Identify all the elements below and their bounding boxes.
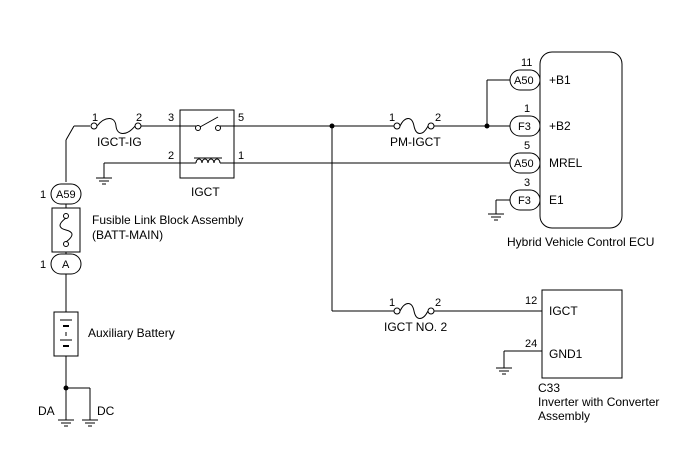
a59-pin: 1 (40, 189, 46, 201)
pm-igct-pin-out: 2 (435, 112, 441, 124)
ground-dc-label: DC (97, 404, 115, 418)
igct-ig-label: IGCT-IG (97, 135, 142, 149)
igct-no2-pin-out: 2 (435, 297, 441, 309)
inverter-name-2: Assembly (538, 409, 590, 423)
inverter-pin-2-number: 24 (525, 338, 537, 350)
ecu-pin-1-terminal: +B1 (549, 73, 571, 87)
junction-dot-b1 (484, 123, 490, 129)
ecu-pin-4-terminal: E1 (549, 193, 564, 207)
inverter-code: C33 (538, 381, 560, 395)
fuse-igct-ig-element (96, 118, 136, 134)
wire-left-bend (65, 125, 75, 141)
relay-switch-arm (199, 116, 219, 128)
ecu-pin-3-terminal: MREL (549, 156, 583, 170)
a-label: A (62, 259, 70, 271)
connector-ecu-4-oval (509, 189, 541, 211)
battery-label: Auxiliary Battery (88, 326, 175, 340)
junction-dot-igct-no2 (329, 123, 335, 129)
fusible-link-bottom-terminal (63, 241, 69, 247)
inverter-pin-1-number: 12 (525, 295, 537, 307)
fuse-igct-no2-element (399, 303, 429, 319)
fusible-link-name-1: Fusible Link Block Assembly (92, 213, 243, 227)
a-pin: 1 (40, 259, 46, 271)
inverter-box (541, 289, 623, 379)
junction-dot-ground (63, 385, 69, 391)
igct-ig-pin-in: 1 (92, 112, 98, 124)
connector-ecu-2-oval (509, 115, 541, 137)
igct-ig-pin-out: 2 (136, 112, 142, 124)
ecu-pin-1-number: 11 (521, 57, 532, 69)
inverter-pin-1-terminal: IGCT (549, 304, 578, 318)
relay-contact-right (215, 125, 221, 131)
relay-pin-3: 3 (168, 112, 174, 124)
fusible-link-element (59, 217, 73, 243)
ecu-pin-1-connector: A50 (514, 75, 534, 87)
fusible-link-top-terminal (63, 213, 69, 219)
ground-da-label: DA (38, 404, 55, 418)
connector-a-oval (50, 253, 82, 275)
ecu-pin-2-terminal: +B2 (549, 119, 571, 133)
fuse-igct-no2-right-terminal (427, 307, 435, 315)
ecu-pin-3-number: 5 (524, 140, 530, 152)
pm-igct-pin-in: 1 (389, 112, 395, 124)
connector-a59-oval (50, 183, 82, 205)
inverter-pin-2-terminal: GND1 (549, 347, 583, 361)
ecu-pin-4-connector: F3 (518, 195, 531, 207)
igct-relay-box (179, 109, 235, 179)
fuse-pm-igct-right-terminal (427, 122, 435, 130)
pm-igct-label: PM-IGCT (390, 135, 441, 149)
relay-pin-2: 2 (168, 150, 174, 162)
a59-label: A59 (56, 189, 76, 201)
connector-ecu-1-oval (509, 69, 541, 91)
igct-no2-pin-in: 1 (389, 297, 395, 309)
relay-pin-1: 1 (238, 150, 244, 162)
inverter-name-1: Inverter with Converter (538, 395, 659, 409)
ecu-pin-4-number: 3 (524, 177, 530, 189)
connector-ecu-3-oval (509, 152, 541, 174)
relay-coil (195, 158, 221, 164)
ecu-label: Hybrid Vehicle Control ECU (507, 235, 654, 249)
relay-contact-left (195, 125, 201, 131)
igct-relay-label: IGCT (191, 185, 220, 199)
ecu-box (539, 51, 623, 229)
ecu-pin-2-connector: F3 (518, 121, 531, 133)
ecu-pin-3-connector: A50 (514, 158, 534, 170)
igct-no2-label: IGCT NO. 2 (384, 320, 447, 334)
relay-pin-5: 5 (238, 112, 244, 124)
fuse-pm-igct-element (399, 118, 429, 134)
ecu-pin-2-number: 1 (524, 103, 530, 115)
fusible-link-name-2: (BATT-MAIN) (92, 228, 163, 242)
